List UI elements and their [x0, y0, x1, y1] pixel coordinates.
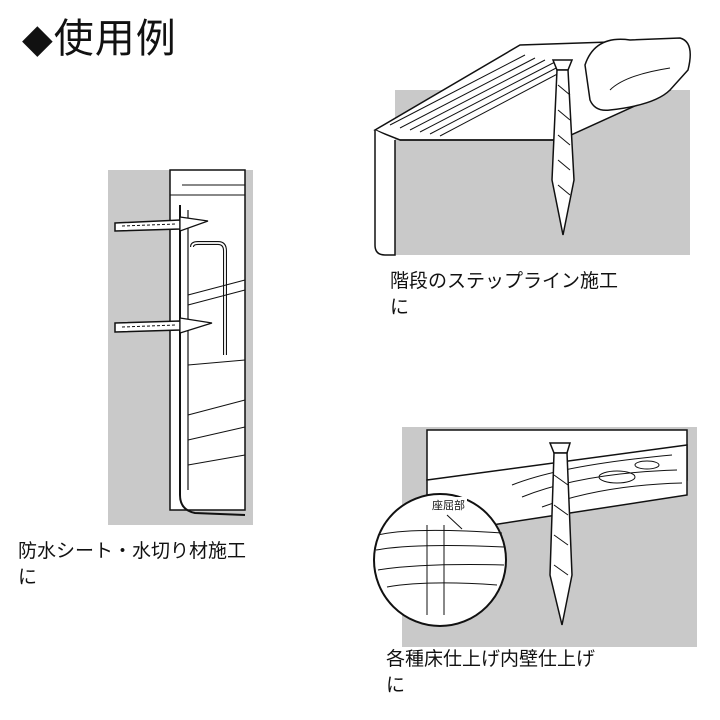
caption-stair-step: 階段のステップライン施工 に [390, 268, 618, 320]
figure-floor-wall [373, 427, 697, 647]
caption-line-2: に [386, 674, 406, 696]
page-title: ◆使用例 [22, 6, 177, 64]
caption-line-1: 階段のステップライン施工 [390, 270, 619, 292]
callout-label: 座屈部 [430, 497, 467, 513]
caption-waterproof-sheet: 防水シート・水切り材施工 に [18, 538, 246, 590]
caption-line-2: に [18, 566, 38, 588]
anchor-stair [551, 59, 575, 236]
caption-line-2: に [390, 296, 410, 318]
anchor-floor [548, 442, 573, 626]
figure-stair-step [373, 37, 691, 256]
anchor-top [114, 216, 209, 232]
diamond-icon: ◆ [22, 16, 54, 62]
caption-line-1: 各種床仕上げ内壁仕上げ [386, 648, 596, 670]
caption-line-1: 防水シート・水切り材施工 [18, 540, 247, 562]
page-title-text: 使用例 [53, 16, 177, 62]
caption-floor-wall: 各種床仕上げ内壁仕上げ に [386, 646, 595, 698]
figure-waterproof-sheet [108, 169, 253, 525]
anchor-bottom [114, 317, 213, 334]
